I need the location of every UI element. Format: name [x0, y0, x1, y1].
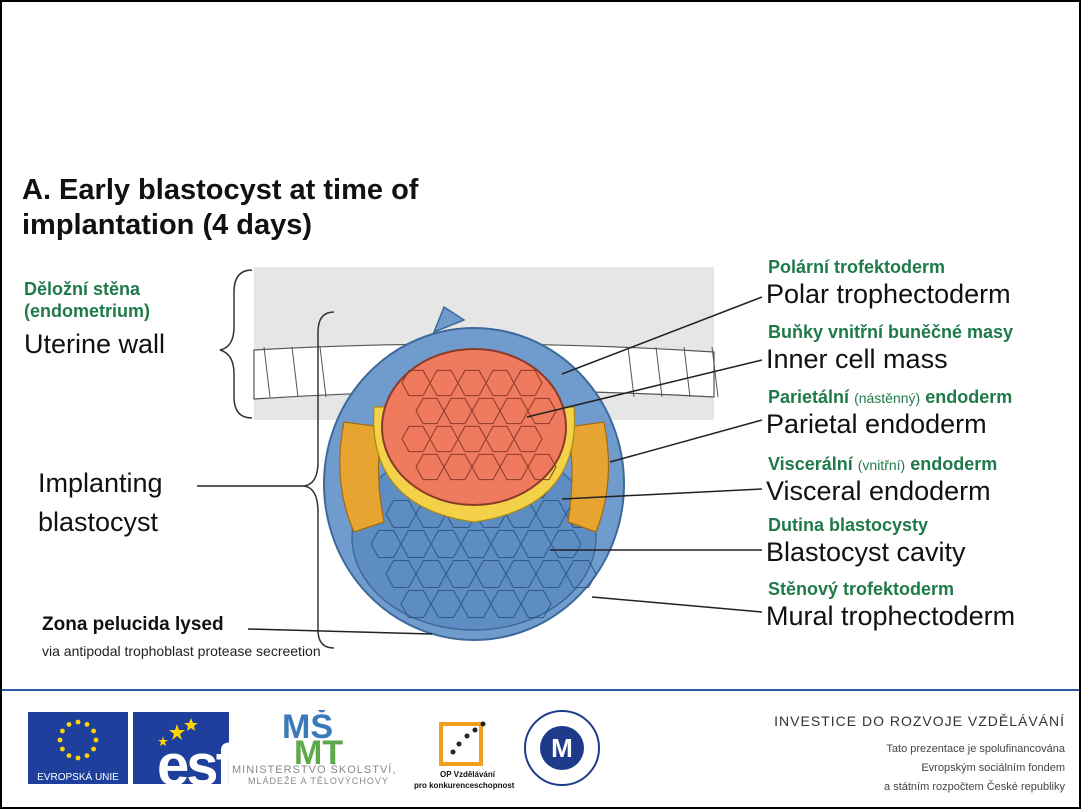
- right-label-cz: Buňky vnitřní buněčné masy: [768, 322, 1013, 343]
- right-label-en: Mural trophectoderm: [766, 601, 1015, 632]
- cofinance-note-line2: Evropským sociálním fondem: [921, 762, 1065, 774]
- esf-logo: esf: [133, 712, 229, 784]
- cz-main: Polární trofektoderm: [768, 257, 945, 277]
- right-label-cz: Polární trofektoderm: [768, 257, 945, 278]
- svg-text:M: M: [551, 733, 573, 763]
- cz-main: Stěnový trofektoderm: [768, 579, 954, 599]
- implanting-label-line2: blastocyst: [38, 507, 158, 538]
- muni-seal-logo: M: [522, 708, 602, 788]
- cz-main: Parietální: [768, 387, 849, 407]
- cz-main: Buňky vnitřní buněčné masy: [768, 322, 1013, 342]
- op-line1: OP Vzdělávání: [440, 770, 495, 779]
- msmt-line1: MINISTERSTVO ŠKOLSTVÍ,: [232, 764, 396, 776]
- cz-note: (nástěnný): [854, 390, 920, 406]
- msmt-line2: MLÁDEŽE A TĚLOVÝCHOVY: [248, 776, 389, 786]
- footer-divider: [2, 689, 1079, 691]
- right-label-cz: Viscerální (vnitřní) endoderm: [768, 454, 997, 475]
- cofinance-note-line1: Tato prezentace je spolufinancována: [886, 743, 1065, 755]
- implanting-label-line1: Implanting: [38, 468, 163, 499]
- eu-label: EVROPSKÁ UNIE: [28, 772, 128, 783]
- uterine-wall-label: Uterine wall: [24, 329, 165, 360]
- esf-text: esf: [157, 732, 232, 799]
- cofinance-note-line3: a státním rozpočtem České republiky: [884, 781, 1065, 793]
- right-label-cz: Parietální (nástěnný) endoderm: [768, 387, 1012, 408]
- inner-cell-mass: [382, 349, 566, 505]
- right-label-cz: Dutina blastocysty: [768, 515, 928, 536]
- right-label-en: Blastocyst cavity: [766, 537, 966, 568]
- op-logo-icon: [437, 716, 491, 768]
- cz-note: (vnitřní): [858, 457, 905, 473]
- right-label-en: Parietal endoderm: [766, 409, 987, 440]
- right-label-en: Polar trophectoderm: [766, 279, 1011, 310]
- op-line2: pro konkurenceschopnost: [414, 781, 514, 790]
- uterine-wall-cz-label: Děložní stěna (endometrium): [24, 278, 224, 322]
- right-label-en: Visceral endoderm: [766, 476, 991, 507]
- msmt-logo-icon: MŠ MT: [280, 710, 350, 766]
- cz-main: Dutina blastocysty: [768, 515, 928, 535]
- cz-main: Viscerální: [768, 454, 853, 474]
- right-label-en: Inner cell mass: [766, 344, 948, 375]
- cz-tail: endoderm: [910, 454, 997, 474]
- uterine-wall-bracket: [220, 270, 252, 418]
- zona-title: Zona pelucida lysed: [42, 614, 224, 636]
- eu-stars-icon: [28, 712, 128, 768]
- svg-text:MT: MT: [294, 734, 343, 766]
- zona-subtitle: via antipodal trophoblast protease secre…: [42, 643, 321, 659]
- eu-flag-logo: EVROPSKÁ UNIE: [28, 712, 128, 784]
- investice-heading: INVESTICE DO ROZVOJE VZDĚLÁVÁNÍ: [774, 713, 1065, 729]
- right-label-cz: Stěnový trofektoderm: [768, 579, 954, 600]
- cz-tail: endoderm: [925, 387, 1012, 407]
